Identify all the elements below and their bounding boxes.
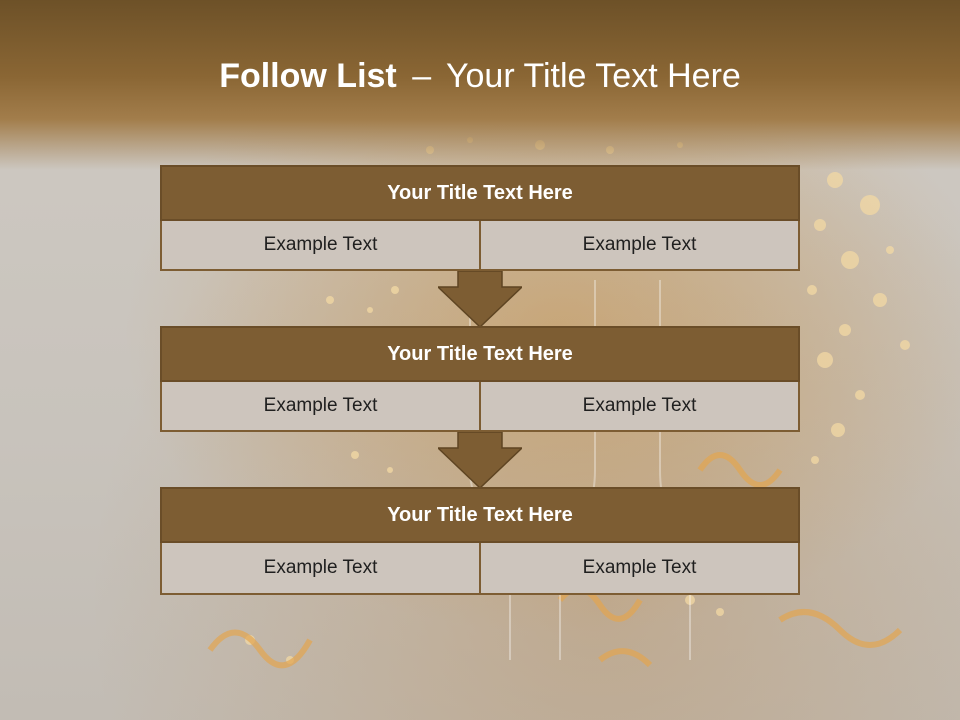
header-band xyxy=(0,0,960,170)
block-cell-right: Example Text xyxy=(479,382,800,432)
block-cell-right: Example Text xyxy=(479,543,800,595)
block-row: Example Text Example Text xyxy=(160,221,800,271)
block-title: Your Title Text Here xyxy=(160,487,800,543)
slide-title: Follow List – Your Title Text Here xyxy=(0,52,960,100)
list-block-2: Your Title Text Here Example Text Exampl… xyxy=(160,326,800,432)
block-title: Your Title Text Here xyxy=(160,165,800,221)
slide-title-rest: Your Title Text Here xyxy=(445,57,741,95)
block-cell-right: Example Text xyxy=(479,221,800,271)
slide-title-bold: Follow List xyxy=(219,57,397,95)
down-arrow-icon xyxy=(438,432,522,490)
list-block-3: Your Title Text Here Example Text Exampl… xyxy=(160,487,800,595)
slide-title-separator: – xyxy=(412,57,432,95)
list-block-1: Your Title Text Here Example Text Exampl… xyxy=(160,165,800,271)
block-cell-left: Example Text xyxy=(160,382,479,432)
block-cell-left: Example Text xyxy=(160,221,479,271)
block-row: Example Text Example Text xyxy=(160,382,800,432)
block-cell-left: Example Text xyxy=(160,543,479,595)
block-row: Example Text Example Text xyxy=(160,543,800,595)
down-arrow-icon xyxy=(438,271,522,329)
block-title: Your Title Text Here xyxy=(160,326,800,382)
